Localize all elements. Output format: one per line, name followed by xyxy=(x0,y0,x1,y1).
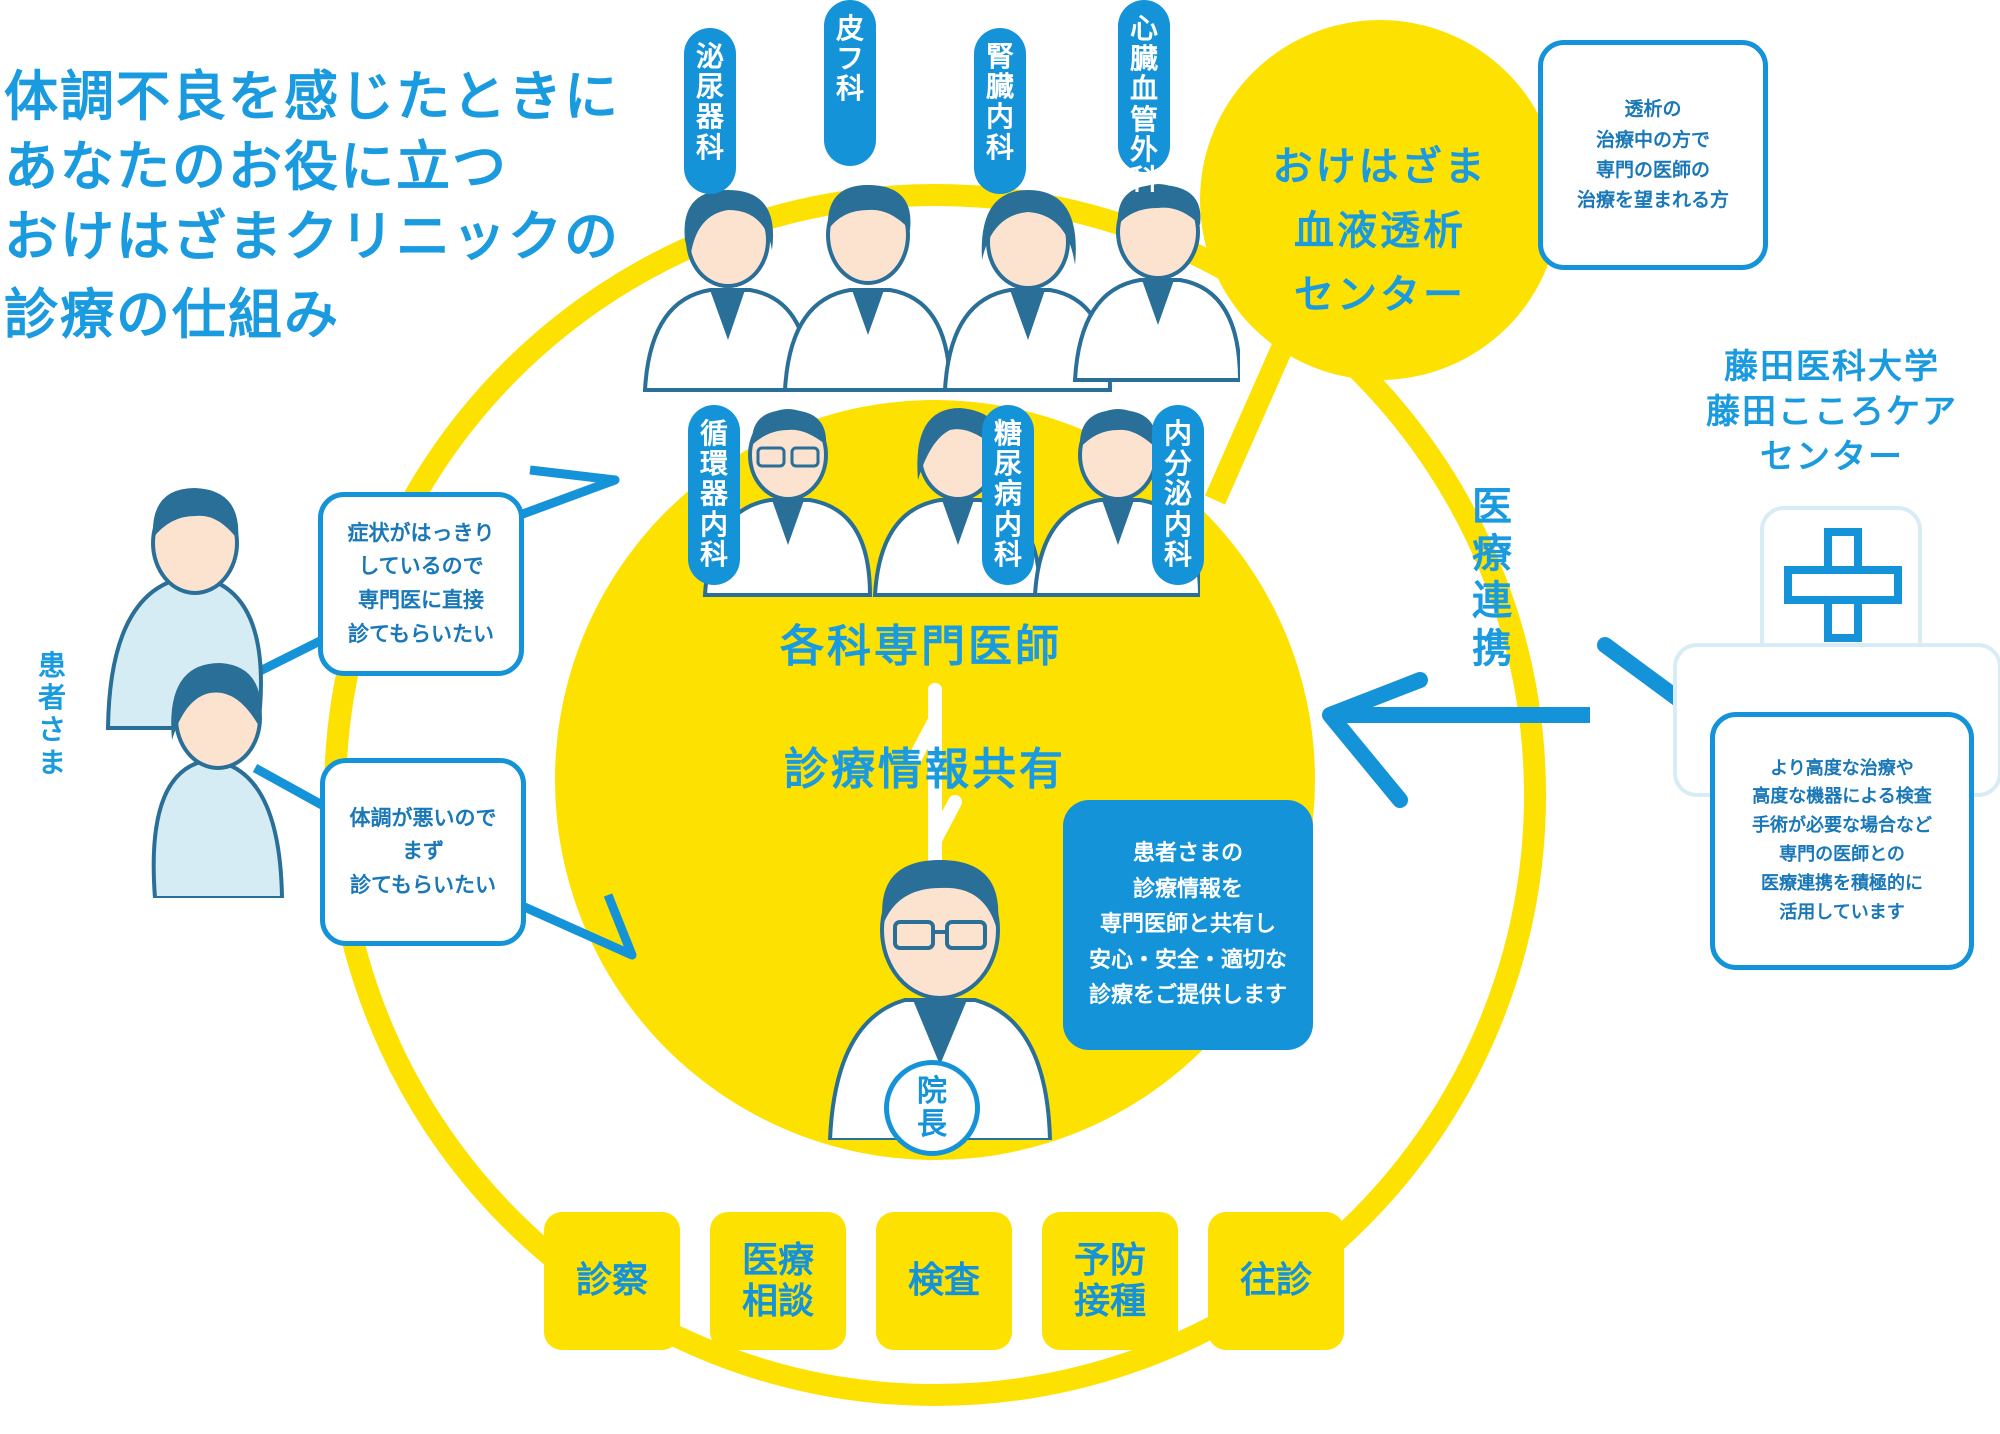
specialists-top-row xyxy=(642,184,1240,392)
patient-female-avatar xyxy=(151,663,285,898)
info-share-label: 診療情報共有 xyxy=(784,744,1066,795)
university-label: 藤田医科大学 藤田こころケア センター xyxy=(1706,347,1958,478)
sharing-note: 患者さまの 診療情報を 専門医師と共有し 安心・安全・適切な 診療をご提供します xyxy=(1063,800,1313,1050)
patients-figure xyxy=(105,488,285,898)
patient-link-1 xyxy=(255,635,325,677)
tab-diabetology[interactable]: 糖尿病内科 xyxy=(982,405,1034,585)
tab-urology[interactable]: 泌尿器科 xyxy=(684,28,736,194)
connector-dialysis xyxy=(1204,325,1301,505)
tab-endocrinology[interactable]: 内分泌内科 xyxy=(1152,405,1204,585)
title-line-4: 診療の仕組み xyxy=(4,283,340,346)
doctor-avatar xyxy=(782,185,953,392)
patients-label: 患者さま xyxy=(38,649,67,779)
service-house-call[interactable]: 往診 xyxy=(1208,1212,1344,1350)
tab-nephrology[interactable]: 腎臓内科 xyxy=(974,28,1026,194)
dialysis-circle xyxy=(1200,20,1560,380)
tab-cardiovascular-surgery[interactable]: 心臓血管外科 xyxy=(1118,0,1170,195)
title-line-1: 体調不良を感じたときに xyxy=(4,65,620,128)
specialists-bottom-row xyxy=(702,408,1200,597)
dialysis-note: 透析の 治療中の方で 専門の医師の 治療を望まれる方 xyxy=(1538,40,1768,270)
service-examination[interactable]: 検査 xyxy=(876,1212,1012,1350)
tab-cardiology[interactable]: 循環器内科 xyxy=(688,405,740,585)
doctor-avatar xyxy=(642,190,813,392)
service-vaccination[interactable]: 予防接種 xyxy=(1042,1212,1178,1350)
bubble-tail-specialist xyxy=(518,465,620,520)
doctor-avatar xyxy=(1072,184,1240,382)
doctor-avatar xyxy=(702,409,873,597)
patient-link-2 xyxy=(252,764,325,809)
cooperation-arrow-left-head xyxy=(1322,672,1428,808)
tab-dermatology[interactable]: 皮フ科 xyxy=(824,0,876,166)
dialysis-center-label: おけはざま 血液透析 センター xyxy=(1272,144,1488,318)
director-badge: 院長 xyxy=(884,1060,980,1156)
speech-bubble-unwell: 体調が悪いので まず 診てもらいたい xyxy=(320,758,526,946)
medical-cooperation-label: 医療連携 xyxy=(1472,484,1512,672)
service-medical-counseling[interactable]: 医療相談 xyxy=(710,1212,846,1350)
bubble-tail-unwell xyxy=(518,893,637,960)
title-line-2: あなたのお役に立つ xyxy=(4,135,508,198)
title-line-3: おけはざまクリニックの xyxy=(4,205,620,268)
service-consultation[interactable]: 診察 xyxy=(544,1212,680,1350)
specialists-label: 各科専門医師 xyxy=(780,621,1062,672)
speech-bubble-specialist: 症状がはっきり しているので 専門医に直接 診てもらいたい xyxy=(318,492,524,676)
doctor-avatar xyxy=(942,190,1113,392)
university-note: より高度な治療や 高度な機器による検査 手術が必要な場合など 専門の医師との 医… xyxy=(1710,712,1974,970)
